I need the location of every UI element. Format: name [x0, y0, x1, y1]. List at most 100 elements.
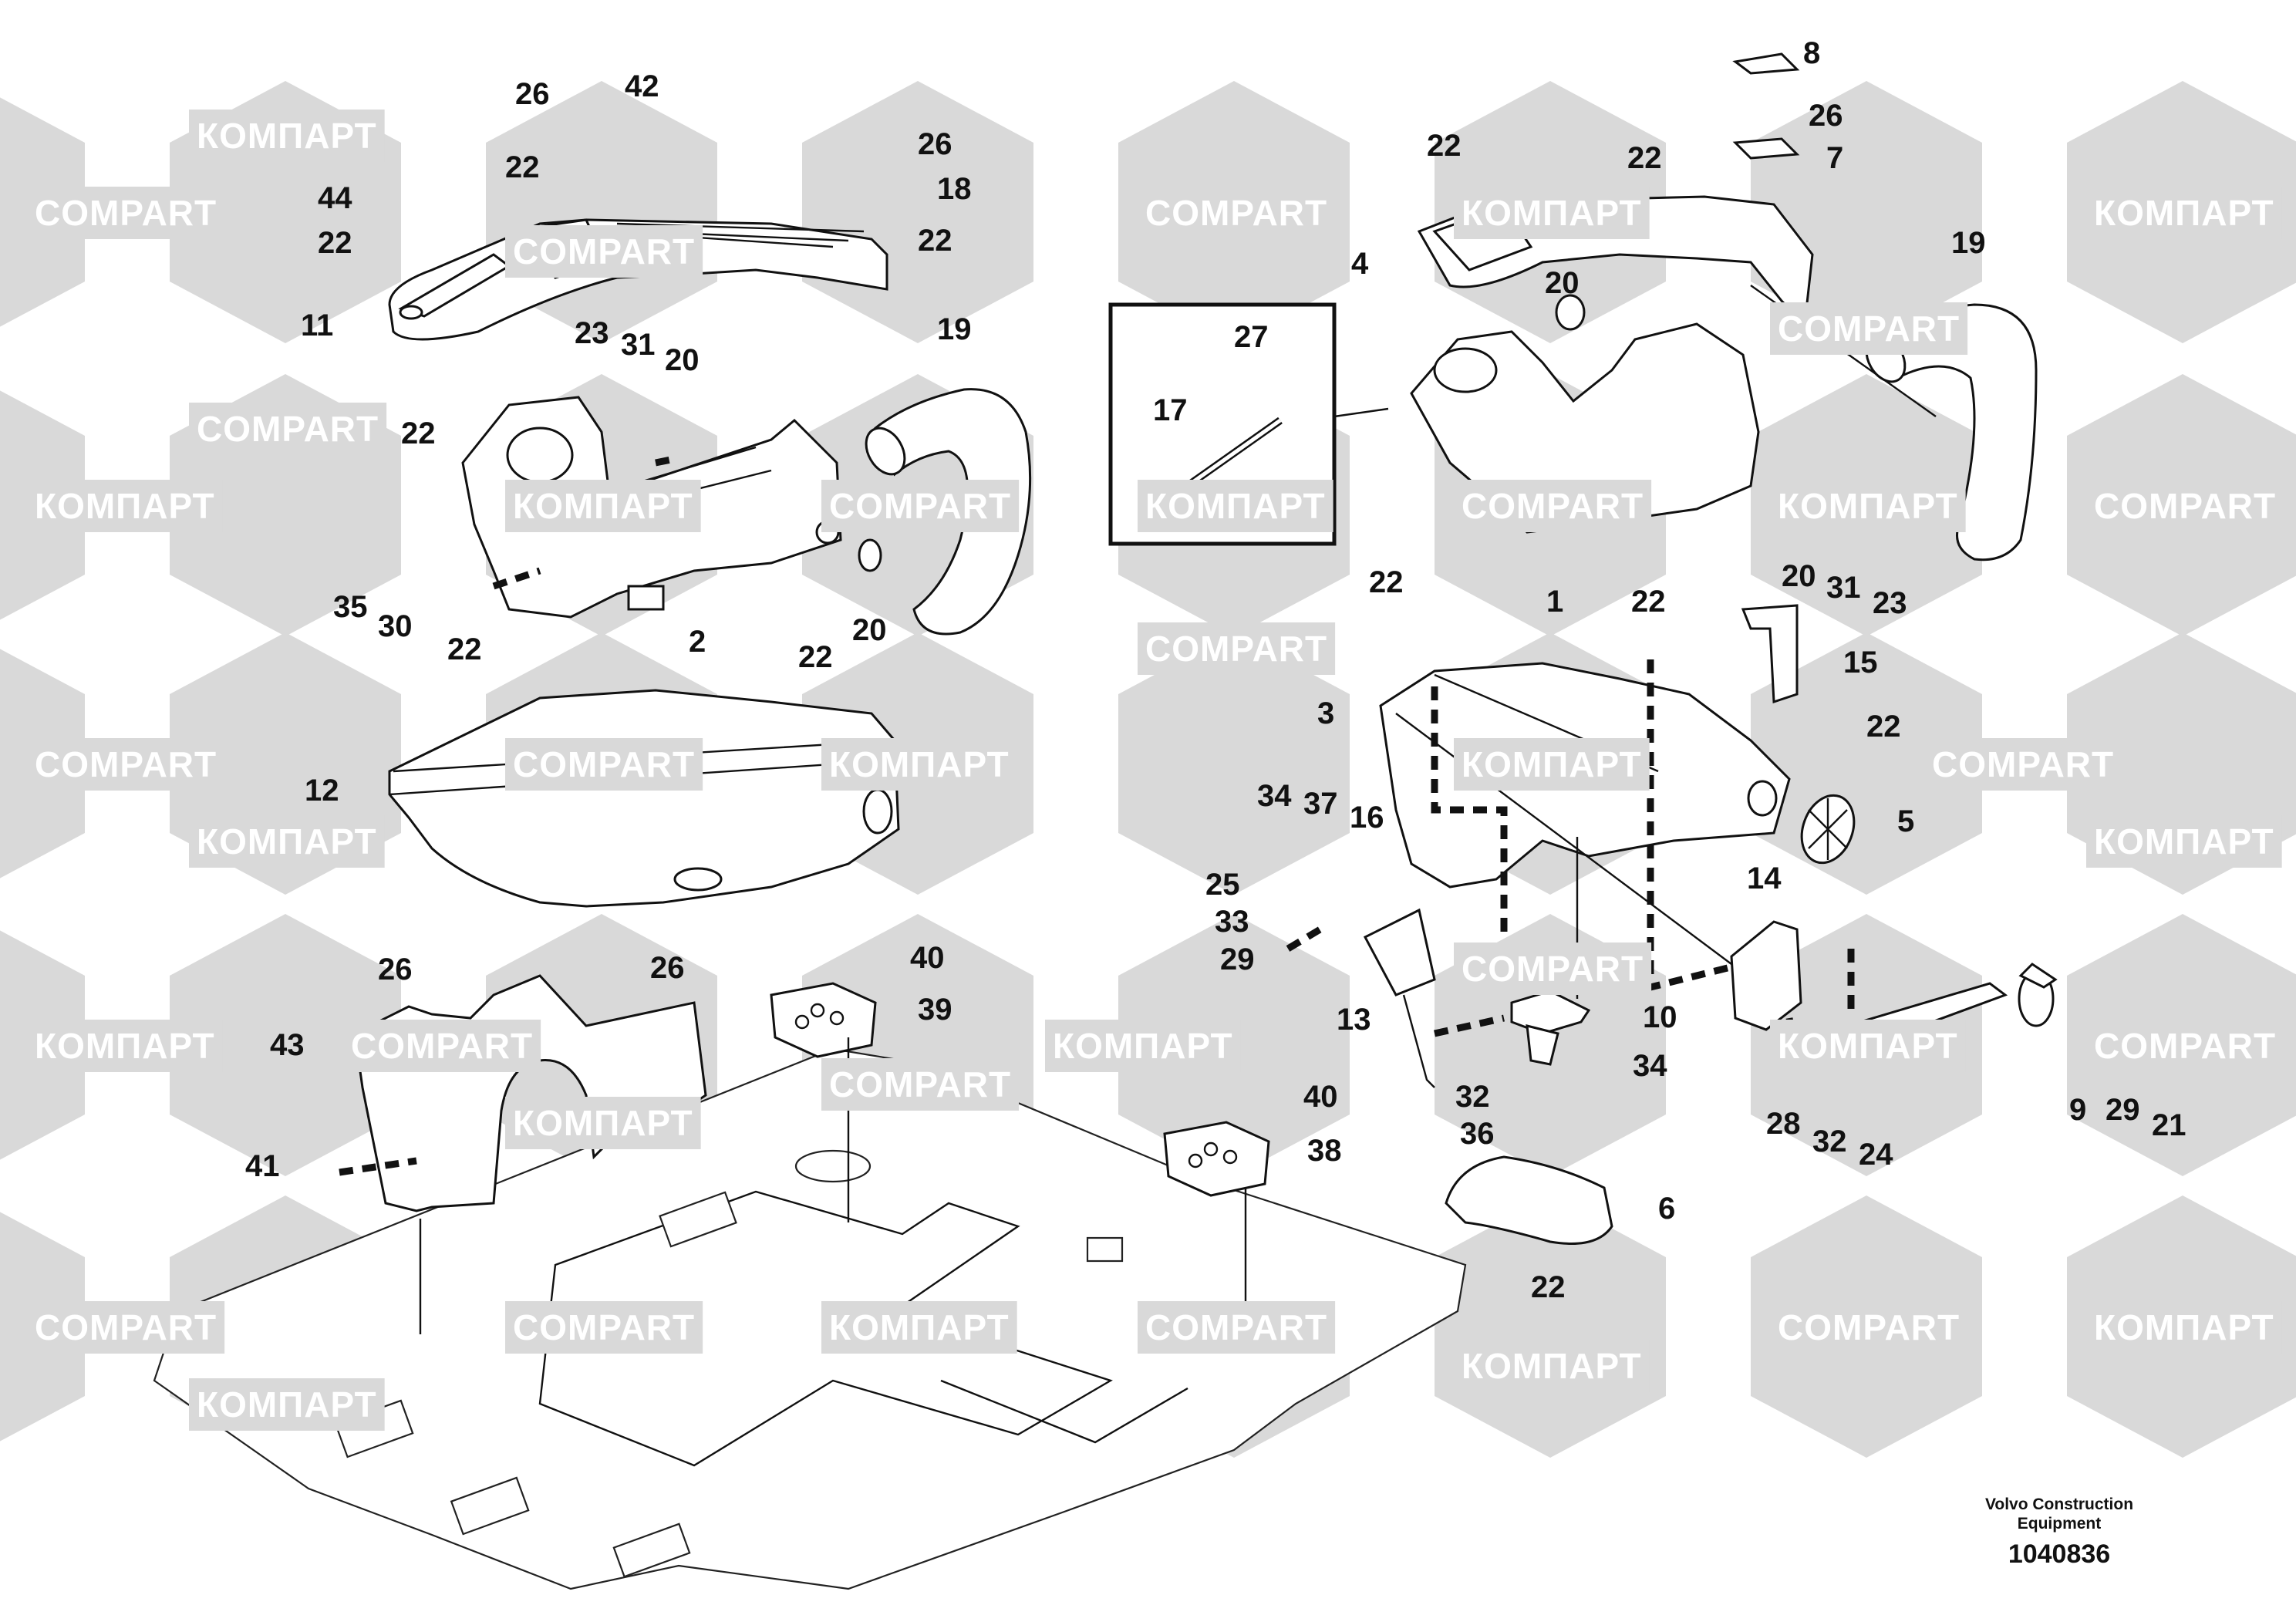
watermark-band: [27, 1020, 223, 1072]
watermark-text: КОМПАРТ: [1778, 1026, 1958, 1066]
watermark-text: КОМПАРТ: [829, 1307, 1010, 1347]
watermark-stamp: COMPART: [27, 738, 225, 791]
callout-26: 26: [650, 951, 685, 985]
callout-20: 20: [1782, 559, 1816, 593]
watermark-hexagon: [802, 81, 1033, 343]
part-12-lower-shell: [388, 689, 900, 908]
callout-22: 22: [1866, 710, 1901, 744]
watermark-text: КОМПАРТ: [513, 1103, 693, 1143]
watermark-band: [1138, 187, 1336, 239]
callout-22: 22: [1631, 585, 1666, 619]
watermark-band: [27, 187, 225, 239]
watermark-stamp: КОМПАРТ: [1138, 480, 1333, 532]
callout-28: 28: [1766, 1107, 1801, 1141]
watermark-text: КОМПАРТ: [1053, 1026, 1233, 1066]
part-10-latch: [1510, 990, 1591, 1066]
callout-8: 8: [1803, 36, 1820, 70]
callout-9: 9: [2069, 1093, 2086, 1127]
watermark-text: КОМПАРТ: [197, 821, 377, 862]
watermark-text: COMPART: [35, 744, 217, 784]
watermark-band: [1454, 480, 1652, 532]
watermark-text: КОМПАРТ: [1778, 486, 1958, 526]
watermark-band: [189, 403, 387, 455]
watermark-text: КОМПАРТ: [829, 744, 1010, 784]
watermark-band: [1770, 302, 1968, 355]
watermark-band: [189, 815, 385, 868]
watermark-text: COMPART: [1932, 744, 2114, 784]
watermark-band: [2086, 1020, 2284, 1072]
watermark-text: КОМПАРТ: [2094, 821, 2274, 862]
watermark-band: [2086, 815, 2282, 868]
callout-44: 44: [318, 181, 352, 215]
watermark-band: [1138, 622, 1336, 675]
watermark-text: COMPART: [829, 1064, 1011, 1104]
watermark-stamp: КОМПАРТ: [2086, 187, 2282, 239]
callout-43: 43: [270, 1028, 305, 1062]
watermark-stamp: COMPART: [2086, 480, 2284, 532]
callout-20: 20: [1545, 266, 1580, 300]
watermark-band: [189, 1378, 385, 1431]
callout-23: 23: [575, 316, 609, 350]
callout-26: 26: [1809, 99, 1843, 133]
watermark-text: COMPART: [1462, 949, 1644, 989]
callout-15: 15: [1843, 646, 1878, 679]
watermark-band: [2086, 1301, 2282, 1354]
callout-33: 33: [1215, 905, 1249, 939]
callout-22: 22: [1627, 141, 1662, 175]
watermark-text: КОМПАРТ: [513, 486, 693, 526]
watermark-stamp: КОМПАРТ: [1045, 1020, 1241, 1072]
watermark-band: [821, 1058, 1020, 1111]
watermark-band: [27, 1301, 225, 1354]
callout-29: 29: [1220, 943, 1255, 976]
watermark-band: [1770, 1020, 1966, 1072]
watermark-text: COMPART: [1145, 629, 1327, 669]
watermark-hexagon: [1118, 632, 1350, 895]
callout-27: 27: [1234, 320, 1269, 354]
watermark-band: [821, 480, 1020, 532]
watermark-text: КОМПАРТ: [2094, 193, 2274, 233]
watermark-stamp: COMPART: [1770, 302, 1968, 355]
callout-38: 38: [1307, 1134, 1342, 1168]
watermark-stamp: КОМПАРТ: [27, 1020, 223, 1072]
watermark-stamp: COMPART: [1454, 480, 1652, 532]
callout-34: 34: [1633, 1049, 1667, 1083]
watermark-stamp: КОМПАРТ: [1454, 1340, 1650, 1392]
watermark-text: КОМПАРТ: [35, 1026, 215, 1066]
part-14-pad: [1730, 920, 1802, 1031]
watermark-stamp: COMPART: [1138, 1301, 1336, 1354]
callout-3: 3: [1317, 696, 1334, 730]
watermark-stamp: COMPART: [189, 403, 387, 455]
watermark-stamp: КОМПАРТ: [2086, 815, 2282, 868]
watermark-stamp: COMPART: [505, 738, 703, 791]
callout-13: 13: [1337, 1003, 1371, 1037]
part-39-mount: [770, 982, 877, 1058]
callout-29: 29: [2106, 1093, 2140, 1127]
watermark-band: [1454, 738, 1650, 791]
callout-7: 7: [1826, 141, 1843, 175]
watermark-text: COMPART: [1778, 309, 1960, 349]
watermark-stamp: КОМПАРТ: [189, 1378, 385, 1431]
watermark-band: [2086, 187, 2282, 239]
watermark-text: КОМПАРТ: [1462, 193, 1642, 233]
company-name-line1: Volvo Construction: [1984, 1496, 2134, 1513]
watermark-stamp: COMPART: [505, 1301, 703, 1354]
watermark-band: [505, 1097, 701, 1149]
watermark-band: [343, 1020, 541, 1072]
callout-4: 4: [1351, 247, 1369, 281]
watermark-band: [27, 480, 223, 532]
company-name-line2: Equipment: [2017, 1515, 2102, 1533]
watermark-band: [1770, 480, 1966, 532]
watermark-stamp: КОМПАРТ: [821, 1301, 1017, 1354]
watermark-stamp: КОМПАРТ: [1770, 480, 1966, 532]
callout-19: 19: [937, 312, 972, 346]
callout-22: 22: [1427, 129, 1462, 163]
watermark-stamp: КОМПАРТ: [1770, 1020, 1966, 1072]
watermark-text: COMPART: [197, 409, 379, 449]
watermark-text: COMPART: [829, 486, 1011, 526]
watermark-band: [1045, 1020, 1241, 1072]
callout-2: 2: [689, 625, 706, 659]
callout-34: 34: [1257, 779, 1292, 813]
part-15-handle: [1741, 604, 1799, 704]
watermark-stamp: COMPART: [27, 1301, 225, 1354]
